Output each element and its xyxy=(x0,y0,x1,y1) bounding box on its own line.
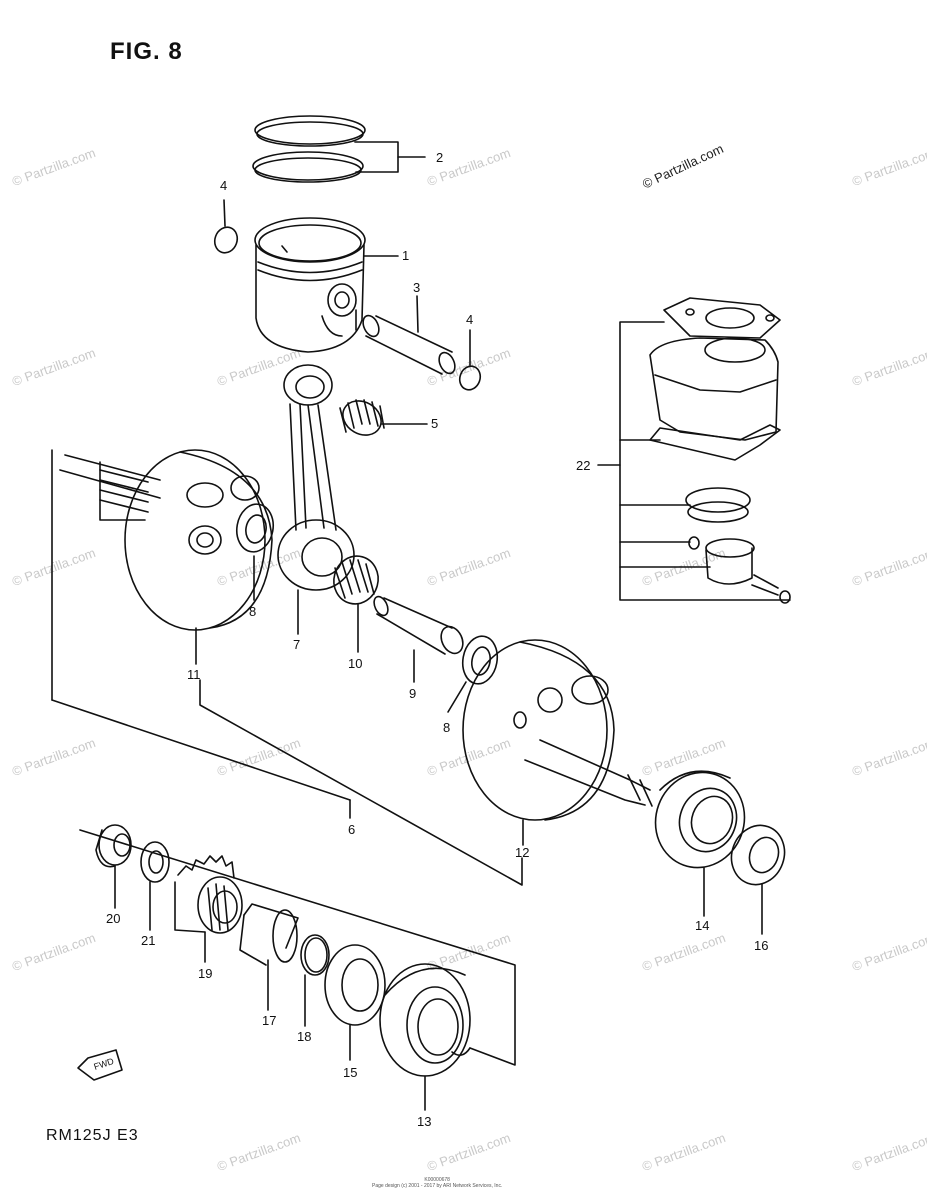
callout-4: 4 xyxy=(466,312,474,327)
oil-seal-left xyxy=(324,944,386,1061)
crank-washer xyxy=(140,841,170,931)
primary-drive-gear xyxy=(174,855,243,963)
callout-16: 16 xyxy=(754,938,769,953)
footer-code: K00000678 xyxy=(424,1177,450,1183)
crank-nut xyxy=(95,824,132,909)
callout-5: 5 xyxy=(431,416,439,431)
callout-8: 8 xyxy=(443,720,451,735)
big-end-bearing xyxy=(333,555,379,653)
callout-9: 9 xyxy=(409,686,417,701)
crankshaft-right-half xyxy=(462,639,653,846)
crank-pin xyxy=(373,595,464,683)
page-footer: K00000678 Page design (c) 2001 - 2017 by… xyxy=(372,1177,502,1189)
top-end-kit-bracket xyxy=(597,297,791,604)
callout-19: 19 xyxy=(198,966,213,981)
callout-14: 14 xyxy=(695,918,710,933)
connecting-rod xyxy=(277,364,355,635)
piston-pin xyxy=(362,295,456,375)
model-code: RM125J E3 xyxy=(46,1127,139,1144)
callout-11: 11 xyxy=(187,667,201,682)
callout-3: 3 xyxy=(413,280,421,295)
callout-1: 1 xyxy=(402,248,410,263)
callout-10: 10 xyxy=(348,656,363,671)
crank-spacer xyxy=(239,903,299,1011)
figure-title: FIG. 8 xyxy=(110,38,183,65)
piston-rings xyxy=(252,115,426,183)
footer-copyright: Page design (c) 2001 - 2017 by ARI Netwo… xyxy=(372,1183,503,1189)
callout-13: 13 xyxy=(417,1114,432,1129)
callout-8: 8 xyxy=(249,604,257,619)
callout-17: 17 xyxy=(262,1013,277,1028)
piston-pin-circlip-right xyxy=(458,329,482,391)
thrust-washer-right xyxy=(447,635,499,713)
callout-2: 2 xyxy=(436,150,444,165)
callout-7: 7 xyxy=(293,637,301,652)
crank-o-ring xyxy=(300,934,330,1027)
crank-bearing-right xyxy=(654,770,746,917)
crankshaft-left-half xyxy=(59,449,273,665)
oil-seal-right xyxy=(730,824,786,935)
crankshaft-assembly-bracket xyxy=(51,449,523,1066)
callout-20: 20 xyxy=(106,911,121,926)
callout-15: 15 xyxy=(343,1065,358,1080)
crank-bearing-left xyxy=(379,963,471,1111)
piston-pin-circlip-left xyxy=(213,199,239,254)
callout-4: 4 xyxy=(220,178,228,193)
small-end-bearing xyxy=(339,399,428,436)
callout-22: 22 xyxy=(576,458,591,473)
callout-21: 21 xyxy=(141,933,156,948)
forward-arrow-icon xyxy=(77,1049,123,1081)
callout-18: 18 xyxy=(297,1029,312,1044)
callout-6: 6 xyxy=(348,822,356,837)
callout-12: 12 xyxy=(515,845,530,860)
piston xyxy=(254,217,399,353)
